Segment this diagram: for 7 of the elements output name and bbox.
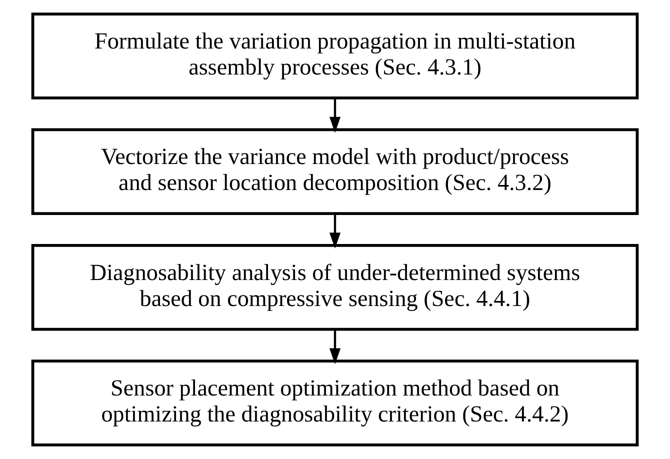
node-box: Sensor placement optimization method based on optimizing the diagnosability criterion (Sec. 4.4.2) <box>31 360 639 446</box>
arrow <box>329 214 341 249</box>
node-box: Diagnosability analysis of under-determined systems based on compressive sensing (Sec. 4.4.1) <box>31 244 639 331</box>
arrow <box>329 98 341 133</box>
arrow <box>329 330 341 364</box>
node-box: Vectorize the variance model with product/process and sensor location decomposition (Sec. 4.3.2) <box>31 128 639 216</box>
node-box: Formulate the variation propagation in multi-station assembly processes (Sec. 4.3.1) <box>31 12 639 100</box>
